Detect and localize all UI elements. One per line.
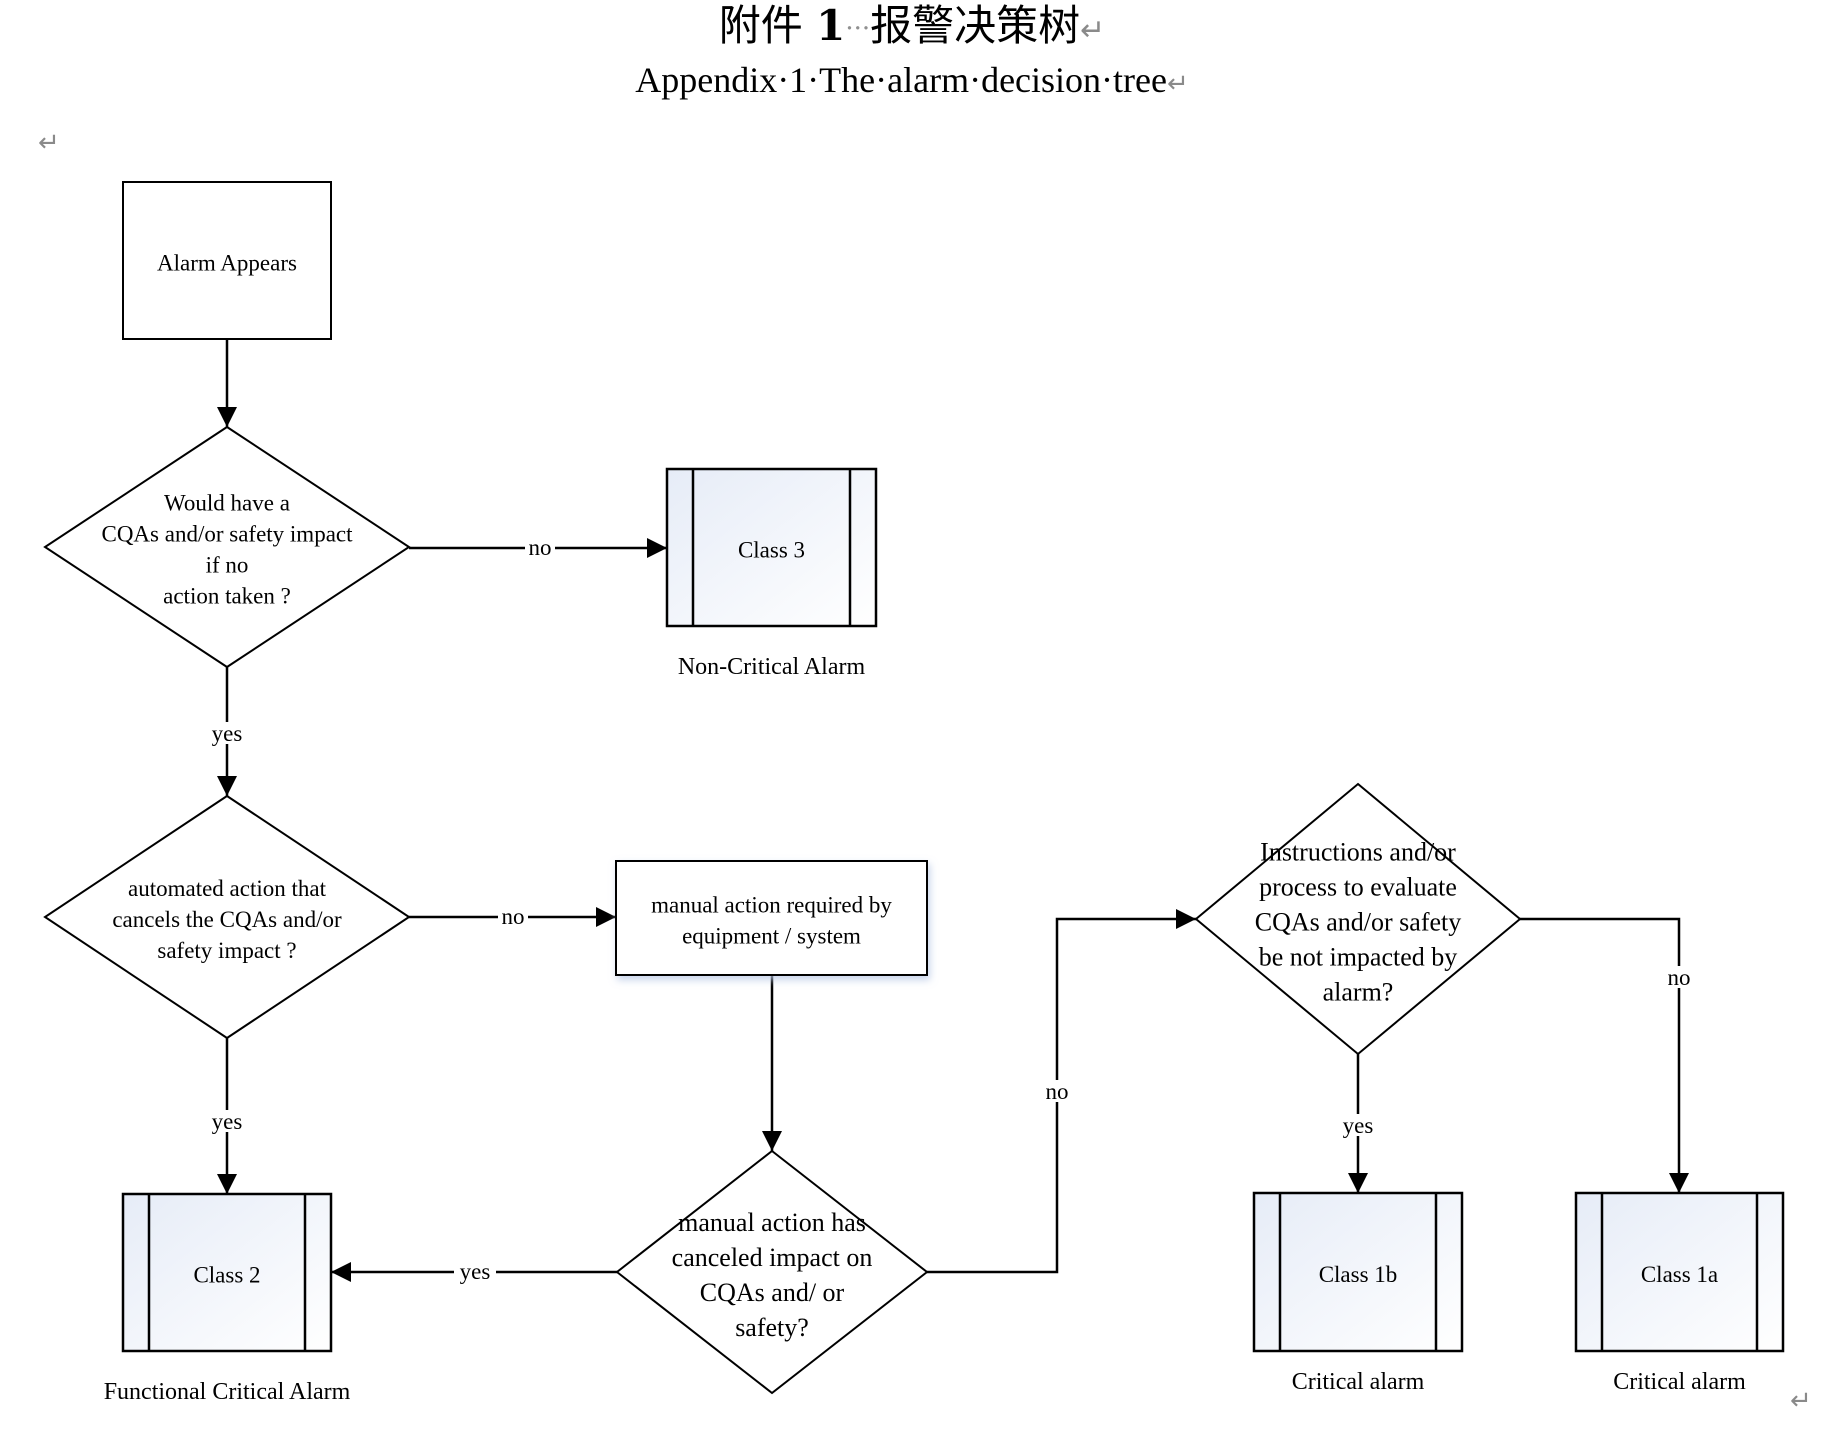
decision-label: Would have a CQAs and/or safety impact if … bbox=[101, 491, 353, 609]
decision-label-line: alarm? bbox=[1323, 978, 1394, 1007]
edge-label-yes: yes bbox=[1343, 1113, 1374, 1138]
process-label: manual action required by equipment / sys… bbox=[651, 893, 892, 949]
paragraph-mark-icon: ↵ bbox=[38, 128, 60, 158]
node-class3: Class 3 Non-Critical Alarm bbox=[665, 467, 878, 680]
edge-label-bg bbox=[206, 722, 248, 744]
paragraph-mark-icon: ↵ bbox=[1166, 69, 1189, 99]
edge-label-no: no bbox=[502, 904, 525, 929]
decision-diamond bbox=[43, 425, 411, 669]
process-label-line: Alarm Appears bbox=[157, 250, 297, 275]
paragraph-mark-icon: ↵ bbox=[1080, 13, 1106, 48]
class-box bbox=[121, 1192, 333, 1353]
class-caption: Critical alarm bbox=[1292, 1369, 1425, 1395]
decision-label: automated action that cancels the CQAs an… bbox=[112, 876, 342, 963]
title-chinese: 附件 1···报警决策树↵ bbox=[0, 0, 1824, 57]
decision-label-line: Instructions and/or bbox=[1260, 838, 1456, 867]
class-label-line: Class 2 bbox=[193, 1262, 260, 1287]
process-box bbox=[615, 860, 928, 976]
process-label-line: equipment / system bbox=[682, 924, 861, 949]
title-cn-prefix: 附件 bbox=[718, 1, 803, 50]
decision-label-line: be not impacted by bbox=[1259, 943, 1458, 972]
class-caption: Functional Critical Alarm bbox=[104, 1379, 351, 1405]
edge-label-yes: yes bbox=[212, 1109, 243, 1134]
space-marks: ··· bbox=[845, 14, 871, 44]
process-box bbox=[122, 181, 332, 340]
edge-label-bg bbox=[498, 905, 528, 927]
decision-diamond bbox=[615, 1149, 929, 1395]
decision-label-line: CQAs and/ or bbox=[700, 1278, 845, 1307]
paragraph-mark-icon: ↵ bbox=[1790, 1386, 1812, 1416]
class-box bbox=[1574, 1191, 1785, 1353]
process-label-line: manual action required by bbox=[651, 893, 892, 918]
class-label-line: Class 1a bbox=[1641, 1262, 1718, 1287]
decision-label-line: CQAs and/or safety impact bbox=[101, 522, 353, 547]
decision-label-line: Would have a bbox=[164, 491, 290, 516]
decision-label-line: process to evaluate bbox=[1259, 873, 1457, 902]
decision-label-line: if no bbox=[206, 553, 249, 578]
class-label: Class 1a bbox=[1641, 1262, 1718, 1287]
decision-label-line: automated action that bbox=[128, 876, 327, 901]
node-class1a: Class 1a Critical alarm bbox=[1574, 1191, 1785, 1395]
title-en-text: Appendix·1·The·alarm·decision·tree bbox=[635, 60, 1167, 100]
decision-diamond bbox=[43, 794, 411, 1040]
edge-label-bg bbox=[525, 536, 555, 558]
process-label: Alarm Appears bbox=[157, 250, 297, 275]
class-box bbox=[1252, 1191, 1464, 1353]
node-start: Alarm Appears bbox=[122, 181, 332, 340]
class-caption: Critical alarm bbox=[1613, 1369, 1746, 1395]
class-label-line: Class 1b bbox=[1319, 1262, 1398, 1287]
class-box bbox=[665, 467, 878, 628]
decision-label: manual action has canceled impact on CQAs … bbox=[672, 1208, 873, 1342]
edge-label-bg bbox=[206, 1110, 248, 1132]
edge-label-yes: yes bbox=[212, 721, 243, 746]
edge-label-bg bbox=[1042, 1080, 1072, 1102]
title-english: Appendix·1·The·alarm·decision·tree↵ bbox=[0, 58, 1824, 106]
node-manual: manual action required by equipment / sys… bbox=[615, 860, 928, 976]
node-d2: automated action that cancels the CQAs an… bbox=[43, 794, 411, 1040]
decision-label-line: safety? bbox=[735, 1313, 809, 1342]
node-d1: Would have a CQAs and/or safety impact if … bbox=[43, 425, 411, 669]
decision-label-line: canceled impact on bbox=[672, 1243, 873, 1272]
class-label-line: Class 3 bbox=[738, 537, 805, 562]
decision-label-line: safety impact ? bbox=[157, 938, 296, 963]
edge-label-no: no bbox=[529, 535, 552, 560]
decision-label-line: action taken ? bbox=[163, 584, 291, 609]
edge-label-bg bbox=[1664, 966, 1694, 988]
class-label: Class 1b bbox=[1319, 1262, 1398, 1287]
edge-label-no: no bbox=[1046, 1079, 1069, 1104]
class-label: Class 2 bbox=[193, 1262, 260, 1287]
decision-label-line: cancels the CQAs and/or bbox=[112, 907, 342, 932]
node-d3: manual action has canceled impact on CQAs … bbox=[615, 1149, 929, 1395]
edge-label-no: no bbox=[1668, 965, 1691, 990]
decision-label-line: manual action has bbox=[678, 1208, 866, 1237]
class-caption: Non-Critical Alarm bbox=[678, 654, 866, 680]
node-class2: Class 2 Functional Critical Alarm bbox=[104, 1192, 351, 1405]
edge-label-yes: yes bbox=[460, 1259, 491, 1284]
decision-diamond bbox=[1194, 782, 1522, 1056]
edge-label-bg bbox=[454, 1260, 496, 1282]
edge-label-bg bbox=[1337, 1114, 1379, 1136]
node-class1b: Class 1b Critical alarm bbox=[1252, 1191, 1464, 1395]
decision-label-line: CQAs and/or safety bbox=[1255, 908, 1462, 937]
edge-d4-to-class1a bbox=[1520, 917, 1689, 1193]
class-label: Class 3 bbox=[738, 537, 805, 562]
title-cn-text: 报警决策树 bbox=[870, 1, 1081, 50]
title-cn-number: 1 bbox=[816, 1, 846, 50]
